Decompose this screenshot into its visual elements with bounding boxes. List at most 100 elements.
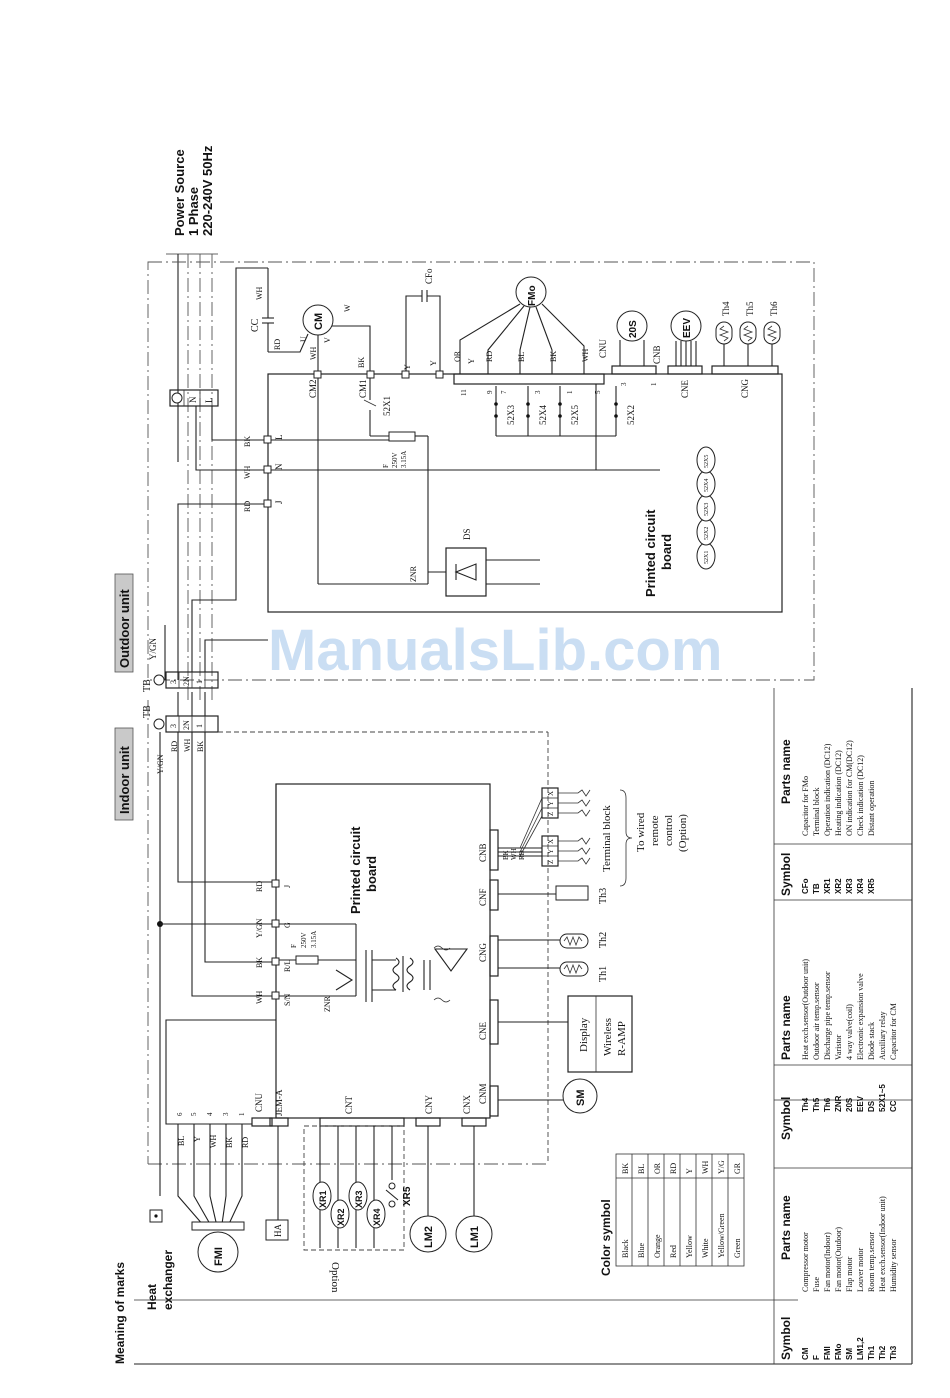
flap-motor: SM — [498, 1078, 598, 1114]
marks-col3-part-3: Heating indication (DC12) — [834, 750, 843, 836]
marks-col3-symbol-5: XR4 — [856, 878, 865, 894]
relay-symbol-1: 52X1 — [704, 551, 710, 564]
marks-col2-symbol-5: EEV — [856, 1095, 865, 1112]
color-name-4: Yellow — [685, 1235, 694, 1258]
indoor-unit-label-box — [114, 727, 134, 821]
marks-col2-symbol-7: 52X1~5 — [878, 1084, 887, 1112]
color-code-6: Y/G — [717, 1160, 726, 1174]
ha-box — [265, 1219, 289, 1241]
outdoor-unit-label: Outdoor unit — [117, 589, 132, 668]
marks-col2-symbol-6: DS — [867, 1100, 876, 1112]
marks-header-parts-2: Parts name — [779, 995, 793, 1060]
four-way-valve-icon — [616, 310, 648, 342]
marks-title: Meaning of marks — [113, 1262, 127, 1364]
compressor-section: CC RD WH CM U V W WH BK CM2 CM1 — [250, 268, 375, 398]
indoor-connector-cnm: CNM — [478, 1083, 488, 1104]
relay-symbol-3: 52X3 — [704, 503, 710, 516]
pin-1b: 1 — [650, 382, 658, 386]
display-box — [567, 995, 633, 1073]
cc-wire-rd: RD — [273, 339, 282, 350]
th4-label: Th4 — [721, 301, 731, 316]
indoor-pcb-label-1: Printed circuit — [348, 826, 363, 914]
marks-col1-symbol-1: F — [812, 1355, 821, 1360]
marks-col3-symbol-0: CFo — [801, 878, 810, 894]
fm-indoor-wire-wh: WH — [209, 1134, 218, 1148]
outdoor-unit: Outdoor unit TB Y/GN 3 2N 1 N L Printed … — [114, 261, 815, 692]
fan-motor-outdoor-icon — [515, 276, 547, 308]
indoor-pin-wire-bk: BK — [255, 957, 264, 968]
flap-motor-icon — [562, 1078, 598, 1114]
marks-col2-symbol-8: CC — [889, 1100, 898, 1112]
outdoor-wire-rd: RD — [243, 501, 252, 512]
cnb-z1: Z — [547, 860, 555, 864]
marks-header-symbol-2: Symbol — [779, 1097, 793, 1140]
pin-1a: 1 — [566, 390, 574, 394]
marks-col1-symbol-3: FMo — [834, 1343, 843, 1360]
fm-wire-or: OR — [453, 350, 462, 362]
xr5-label: XR5 — [402, 1186, 413, 1206]
th1-label: Th1 — [598, 966, 609, 982]
marks-col2-part-3: Varistor — [834, 1034, 843, 1060]
marks-col3-part-0: Capacitor for FMo — [801, 776, 810, 836]
marks-col2-part-8: Capacitor for CM — [889, 1003, 898, 1060]
th3-label: Th3 — [598, 888, 609, 904]
pin-3b: 3 — [620, 382, 628, 386]
marks-col2-part-5: Electronic expansion valve — [856, 973, 865, 1060]
relay-52x3: 52X3 — [506, 405, 516, 425]
fm-wire-y: Y — [467, 358, 476, 364]
color-name-3: Red — [669, 1245, 678, 1258]
indoor-fuse-250v: 250V — [300, 932, 308, 948]
cm1-wire-bk: BK — [357, 357, 366, 368]
cnb-wire-bk: BK — [502, 850, 510, 860]
outdoor-power-tb: N L — [169, 389, 219, 407]
terminal-cnu: CNU — [598, 338, 608, 358]
indoor-connector-cnu: CNU — [254, 1092, 264, 1112]
power-source-line-3: 220-240V 50Hz — [200, 145, 215, 236]
watermark: ManualsLib.com — [268, 618, 722, 683]
indoor-terminal-block: TB 3 2N 1 Y/GN RD WH BK — [142, 705, 219, 774]
heat-exchanger-label-1: Heat — [145, 1284, 159, 1310]
color-code-3: RD — [669, 1163, 678, 1174]
outdoor-terminal-block: TB Y/GN 3 2N 1 — [142, 638, 219, 692]
marks-col2-part-0: Heat exch.sensor(Outdoor unit) — [801, 959, 810, 1060]
marks-col2-symbol-4: 20S — [845, 1097, 854, 1112]
indoor-wire-wh: WH — [183, 738, 192, 752]
outdoor-fuse-250v: 250V — [391, 452, 399, 468]
outdoor-tb-pin-ygn: Y/GN — [148, 638, 158, 660]
marks-col1-part-3: Fan motor(Outdoor) — [834, 1227, 843, 1292]
indoor-pin-g: G — [283, 922, 292, 928]
relay-52x4: 52X4 — [538, 405, 548, 425]
th2-label: Th2 — [598, 932, 609, 948]
color-name-1: Blue — [637, 1242, 646, 1258]
color-symbol-table: Color symbol BKBlackBLBlueOROrangeRDRedY… — [599, 1153, 745, 1276]
relay-symbols: 52X1 52X2 52X3 52X4 52X5 — [696, 446, 716, 570]
marks-col2-part-1: Outdoor air temp.sensor — [812, 982, 821, 1060]
marks-col1-part-4: Flap motor — [845, 1256, 854, 1292]
marks-col1-symbol-7: Th2 — [878, 1345, 887, 1360]
fm-wire-bk: BK — [549, 351, 558, 362]
cnu-pin-6: 6 — [176, 1112, 184, 1116]
cc-label: CC — [250, 318, 261, 332]
marks-col1-part-1: Fuse — [812, 1276, 821, 1292]
indoor-fan-motor: BL Y WH BK RD FMI Heat exchanger — [145, 1124, 250, 1310]
marks-header-symbol-3: Symbol — [779, 853, 793, 896]
outdoor-pin-j: J — [274, 500, 284, 504]
th6-label: Th6 — [769, 301, 779, 316]
th3-icon — [555, 885, 589, 901]
cm2-wire-wh: WH — [309, 346, 318, 360]
indoor-wire-rd: RD — [170, 741, 179, 752]
relay-52x2: 52X2 — [626, 405, 636, 425]
color-code-0: BK — [621, 1163, 630, 1174]
marks-col2-part-2: Discharge pipe temp.sensor — [823, 971, 832, 1060]
fm-outdoor-label: FMo — [527, 285, 538, 306]
pin-11: 11 — [460, 389, 468, 396]
terminal-cnb: CNB — [652, 345, 662, 364]
indoor-pin-wire-wh: WH — [255, 990, 264, 1004]
option-label: Option — [329, 1262, 341, 1293]
indoor-pcb-pins: S/N R/L G J WH BK Y/GN RD — [255, 879, 292, 1006]
indoor-connector-jem: JEM-A — [274, 1089, 284, 1116]
marks-col3-part-4: ON indication for CM(DC12) — [845, 740, 854, 836]
marks-col3-symbol-6: XR5 — [867, 878, 876, 894]
